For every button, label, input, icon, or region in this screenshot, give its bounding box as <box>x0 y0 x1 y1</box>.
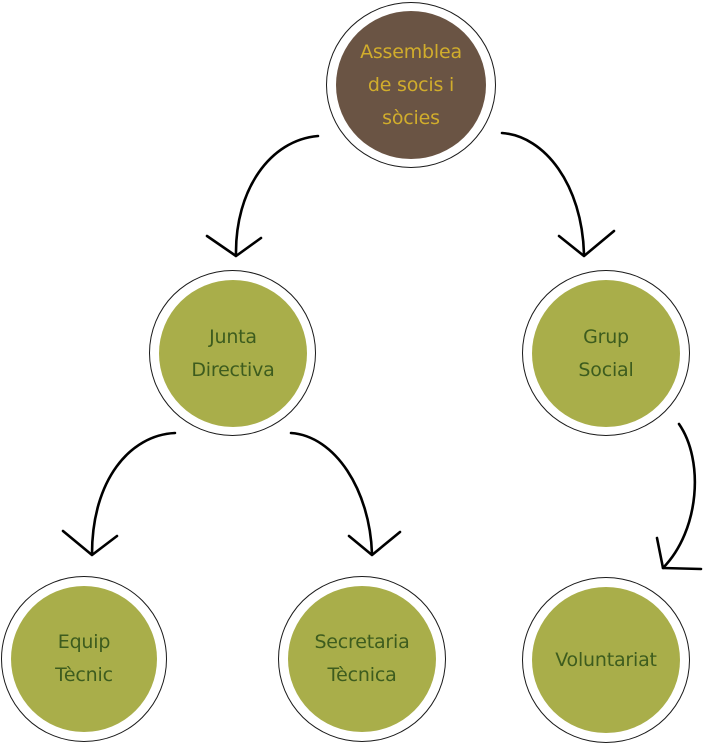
node-grup-label: Grup Social <box>578 325 634 381</box>
node-secretaria-label: Secretaria Tècnica <box>314 631 410 686</box>
node-grup-social: Grup Social <box>522 270 690 436</box>
arrow-assemblea-to-junta <box>205 134 320 258</box>
node-voluntariat-label: Voluntariat <box>555 648 657 671</box>
arrow-grup-to-voluntariat <box>655 422 703 571</box>
node-voluntariat: Voluntariat <box>522 577 690 743</box>
arrow-junta-to-equip <box>61 431 177 557</box>
node-equip-label: Equip Tècnic <box>55 631 113 686</box>
node-secretaria-tecnica: Secretaria Tècnica <box>278 576 446 742</box>
node-assemblea-label: Assemblea de socis i sòcies <box>360 40 462 129</box>
node-junta-label: Junta Directiva <box>191 325 275 381</box>
node-secretaria-fill: Secretaria Tècnica <box>288 586 436 732</box>
node-equip-tecnic: Equip Tècnic <box>1 576 167 742</box>
node-junta-fill: Junta Directiva <box>159 280 307 427</box>
arrow-junta-to-secretaria <box>289 431 402 557</box>
node-assemblea: Assemblea de socis i sòcies <box>326 2 496 168</box>
arrow-assemblea-to-grup <box>500 131 616 258</box>
node-voluntariat-fill: Voluntariat <box>532 587 680 733</box>
node-assemblea-fill: Assemblea de socis i sòcies <box>336 11 486 159</box>
node-equip-fill: Equip Tècnic <box>11 586 157 732</box>
node-junta-directiva: Junta Directiva <box>149 270 316 436</box>
node-grup-fill: Grup Social <box>532 280 680 427</box>
